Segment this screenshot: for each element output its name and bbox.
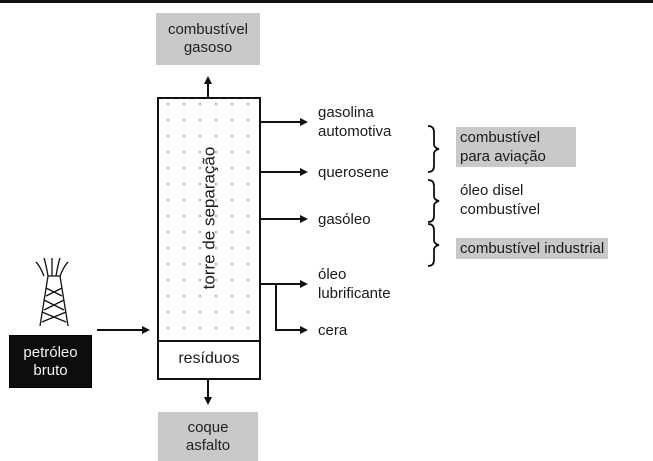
gasoline-line2: automotiva — [318, 123, 392, 140]
tower-residue-box — [157, 340, 261, 380]
kerosene-line: querosene — [318, 164, 389, 181]
fraction-gasoil: gasóleo — [318, 210, 371, 229]
lube-line2: lubrificante — [318, 285, 391, 302]
gas-fuel-line2: gasoso — [183, 39, 233, 56]
brace-industrial — [427, 223, 440, 267]
fraction-wax: cera — [318, 321, 347, 340]
tower-label: torre de separação — [199, 146, 219, 290]
industrial-line: combustível industrial — [460, 240, 605, 257]
brace-aviation — [427, 125, 440, 173]
use-industrial: combustível industrial — [456, 238, 609, 259]
fraction-gasoline: gasolina automotiva — [318, 103, 391, 141]
gasoline-line1: gasolina — [318, 104, 374, 121]
lube-line1: óleo — [318, 266, 347, 283]
diesel-line1: óleo disel — [460, 182, 524, 199]
fraction-kerosene: querosene — [318, 163, 389, 182]
crude-line2: bruto — [33, 361, 68, 379]
gas-fuel-box: combustível gasoso — [156, 13, 260, 65]
use-aviation: combustível para aviação — [456, 127, 576, 167]
aviation-line1: combustível — [460, 129, 541, 146]
arrow-wax — [275, 284, 308, 334]
diesel-line2: combustível — [460, 201, 541, 218]
use-diesel: óleo disel combustível — [460, 181, 540, 219]
aviation-line2: para aviação — [460, 148, 546, 165]
coke-asphalt-box: coque asfalto — [158, 412, 258, 461]
top-rule — [0, 0, 653, 3]
oil-derrick-icon — [35, 257, 69, 327]
coke-line: coque — [187, 418, 229, 436]
brace-diesel — [427, 179, 440, 223]
residue-label: resíduos — [178, 350, 240, 367]
gas-fuel-line1: combustível — [167, 21, 249, 38]
fraction-lube: óleo lubrificante — [318, 265, 391, 303]
crude-line1: petróleo — [23, 343, 78, 361]
wax-line: cera — [318, 322, 348, 339]
asphalt-line: asfalto — [185, 436, 231, 454]
gasoil-line: gasóleo — [318, 211, 371, 228]
crude-oil-box: petróleo bruto — [9, 335, 92, 388]
